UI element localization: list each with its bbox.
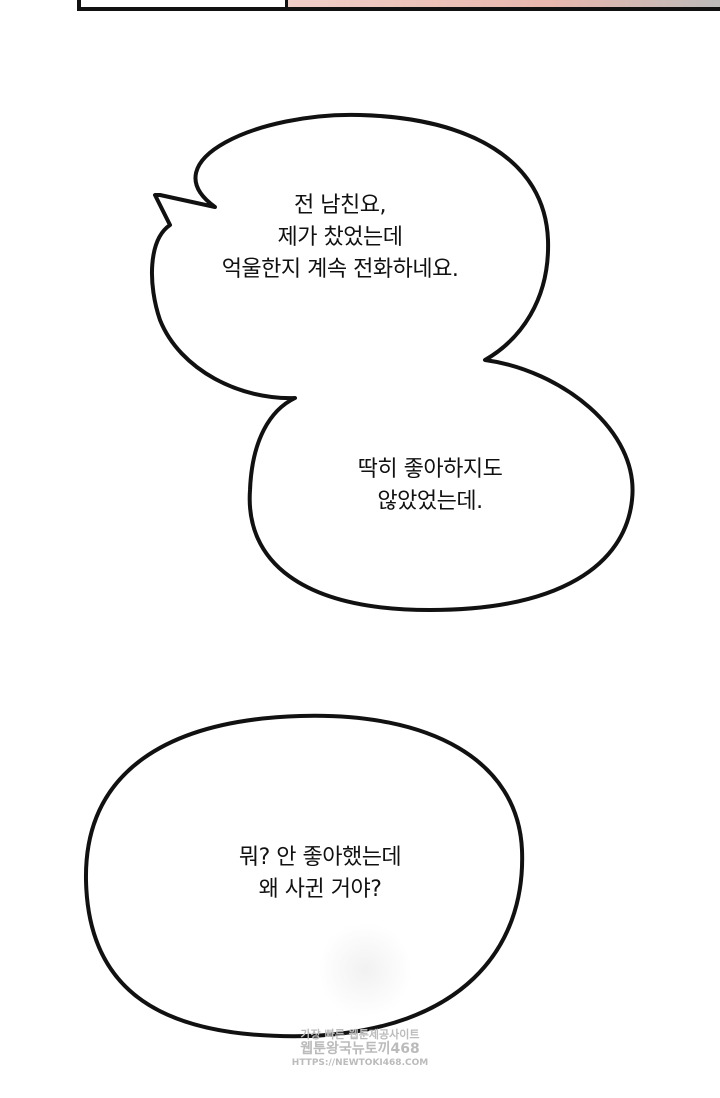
previous-panel-image bbox=[285, 0, 720, 7]
dialogue-line: 뭐? 안 좋아했는데 bbox=[238, 845, 402, 870]
dialogue-line: 딱히 좋아하지도 bbox=[357, 457, 503, 482]
bubble-2-text: 딱히 좋아하지도 않았었는데. bbox=[320, 454, 540, 518]
watermark-mascot-image bbox=[320, 920, 410, 1020]
watermark-line: 가장 빠른 웹툰제공사이트 bbox=[300, 1028, 420, 1041]
watermark-line: 웹툰왕국뉴토끼468 bbox=[300, 1041, 420, 1057]
dialogue-line: 않았었는데. bbox=[377, 489, 483, 514]
bubble-3-text: 뭐? 안 좋아했는데 왜 사귄 거야? bbox=[200, 842, 440, 906]
dialogue-line: 전 남친요, bbox=[294, 193, 386, 218]
watermark-url: HTTPS://NEWTOKI468.COM bbox=[291, 1058, 429, 1068]
dialogue-line: 제가 찼었는데 bbox=[277, 225, 403, 250]
speech-bubble-1 bbox=[150, 112, 635, 612]
dialogue-line: 왜 사귄 거야? bbox=[258, 877, 382, 902]
bubble-1-text: 전 남친요, 제가 찼었는데 억울한지 계속 전화하네요. bbox=[160, 190, 520, 286]
dialogue-line: 억울한지 계속 전화하네요. bbox=[221, 257, 459, 282]
watermark: 가장 빠른 웹툰제공사이트 웹툰왕국뉴토끼468 HTTPS://NEWTOKI… bbox=[290, 1028, 430, 1070]
speech-bubble-2 bbox=[83, 713, 525, 1039]
